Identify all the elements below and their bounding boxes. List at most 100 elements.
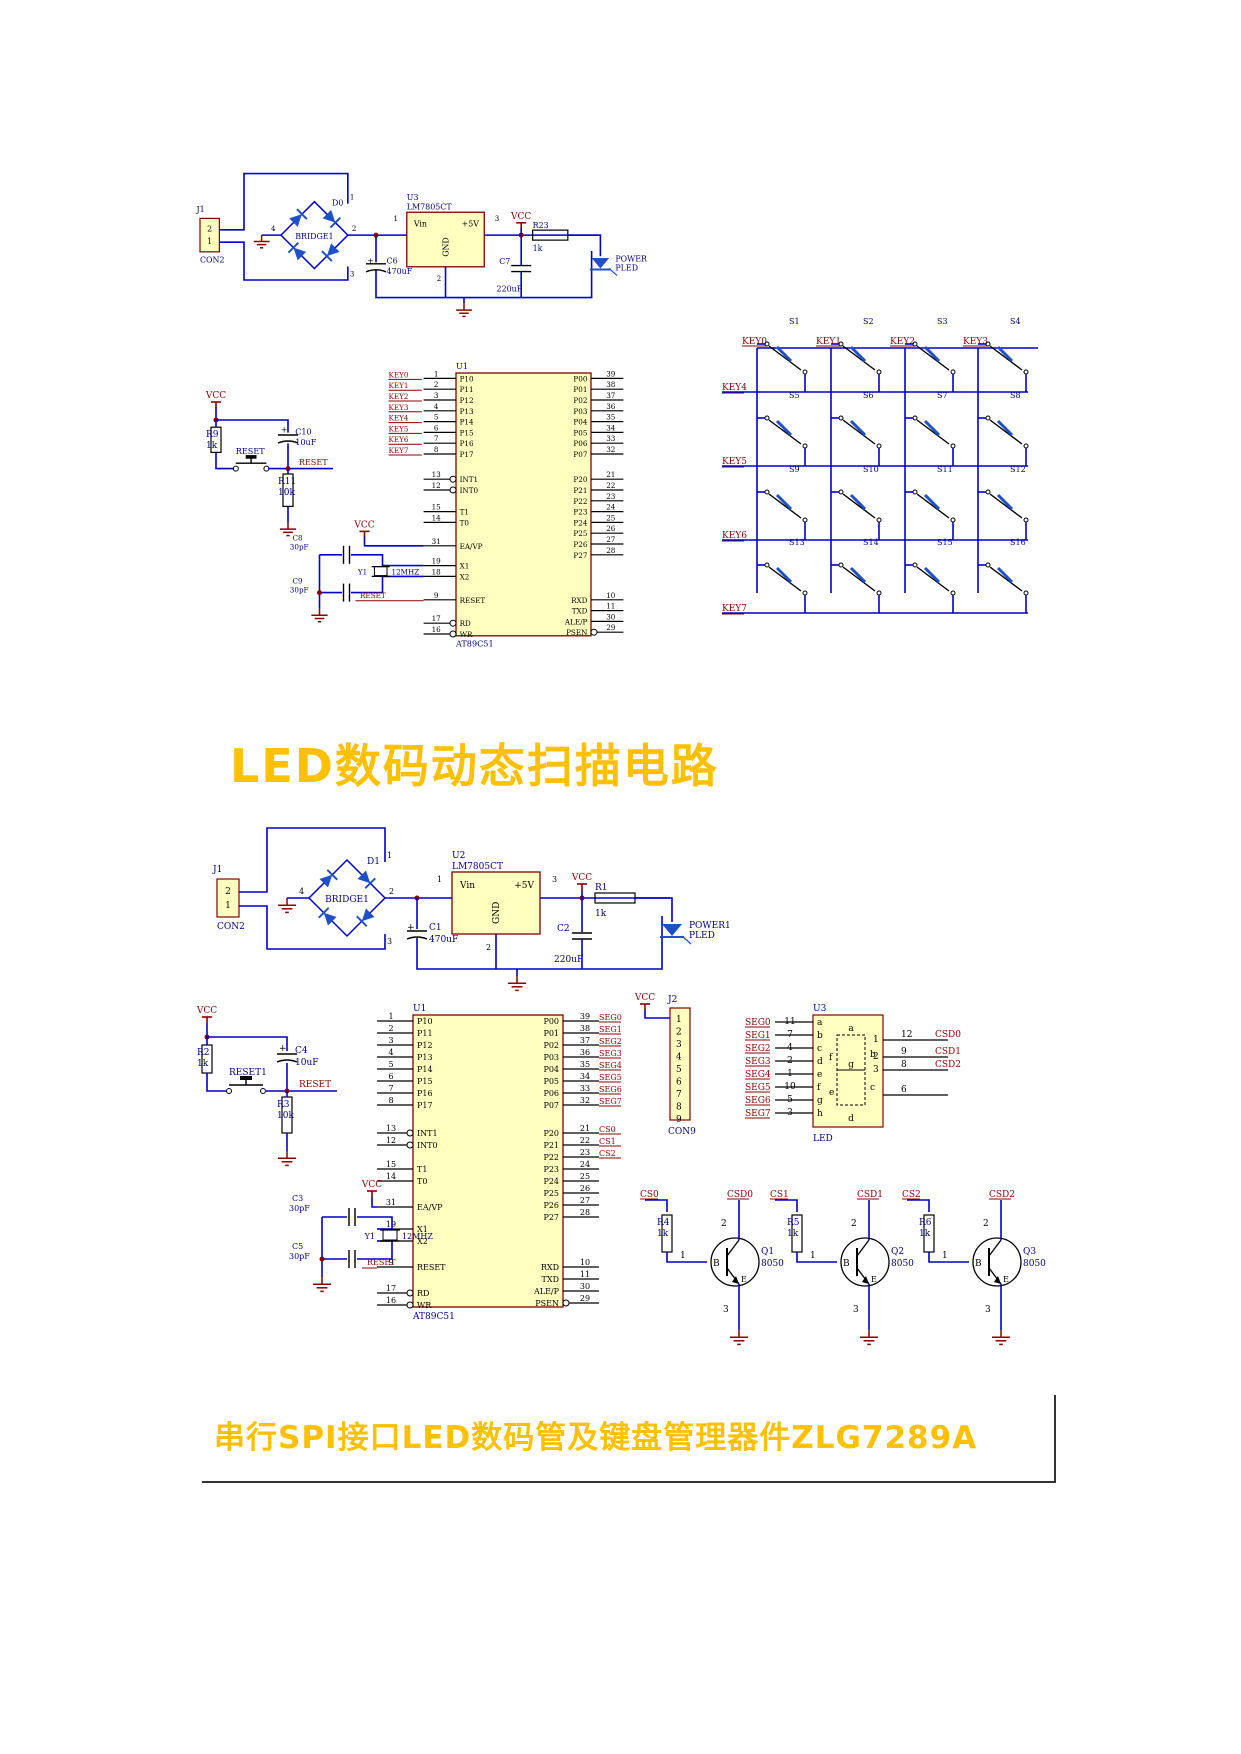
regulator-pin: 1 xyxy=(437,875,442,884)
display-pin: 8 xyxy=(901,1060,907,1070)
display-seg-label: b xyxy=(817,1031,823,1041)
mcu-pin-number: 30 xyxy=(606,612,616,621)
driver-pin: 2 xyxy=(851,1219,857,1229)
diode-icon xyxy=(329,216,342,229)
keypad-switch-cap xyxy=(775,419,793,437)
capacitor-ref: C9 xyxy=(293,577,303,586)
mcu-pin-name: P01 xyxy=(543,1029,559,1038)
display-net-label: CSD1 xyxy=(935,1047,961,1057)
mcu-body xyxy=(455,372,592,637)
transistor-lead xyxy=(856,1239,870,1257)
mcu-pin-number: 10 xyxy=(606,591,616,600)
keypad-switch xyxy=(768,419,802,445)
regulator-ref: U3 xyxy=(407,193,419,202)
capacitor-plus: + xyxy=(281,425,288,435)
resistor-value: 1k xyxy=(787,1229,799,1239)
mcu-net-label: CS0 xyxy=(599,1125,616,1134)
keypad-switch xyxy=(985,562,991,568)
wire xyxy=(775,1199,798,1212)
mcu-pin-bubble xyxy=(449,619,457,627)
connector-pin: 2 xyxy=(225,887,231,897)
reset-net-label: RESET xyxy=(367,1258,396,1267)
keypad-switch-ref: S11 xyxy=(937,465,953,474)
regulator-pin: 2 xyxy=(437,274,441,283)
j2-pin: 2 xyxy=(676,1028,682,1038)
mcu-pin-name: P07 xyxy=(573,450,587,459)
mcu-pin-number: 12 xyxy=(386,1136,396,1145)
capacitor-value: 30pF xyxy=(290,586,309,595)
mcu-pin-number: 4 xyxy=(388,1048,393,1057)
transistor-lead xyxy=(726,1239,740,1257)
transistor-e-label: E xyxy=(1003,1275,1009,1284)
mcu-pin-name: X1 xyxy=(460,562,470,571)
capacitor-value: 470uF xyxy=(429,935,458,945)
mcu-net-label: SEG2 xyxy=(599,1037,622,1046)
keypad-switch xyxy=(838,489,844,495)
keypad-switch xyxy=(916,419,950,445)
mcu-pin-name: INT1 xyxy=(417,1129,438,1138)
mcu-pin-number: 37 xyxy=(580,1036,590,1045)
capacitor-ref: C3 xyxy=(292,1194,303,1203)
keypad-switch xyxy=(876,590,882,596)
display-net-label: SEG1 xyxy=(745,1031,771,1041)
driver-cs-label: CS1 xyxy=(770,1190,789,1200)
display-seg-label: e xyxy=(817,1070,822,1080)
mcu-pin-name: T1 xyxy=(417,1165,427,1174)
display-pin: 6 xyxy=(901,1085,907,1095)
keypad-switch xyxy=(802,590,808,596)
regulator-gnd: GND xyxy=(442,237,451,257)
wire xyxy=(239,827,386,893)
crystal-body xyxy=(373,566,388,577)
display-net-label: SEG4 xyxy=(745,1070,771,1080)
mcu-pin-name: P21 xyxy=(543,1141,559,1150)
keypad-switch-ref: S12 xyxy=(1010,465,1026,474)
heading-spi-zlg7289a: 串行SPI接口LED数码管及键盘管理器件ZLG7289A xyxy=(214,1420,978,1456)
display-name: LED xyxy=(813,1134,833,1144)
mcu-pin-number: 37 xyxy=(606,391,616,400)
driver-csd-label: CSD1 xyxy=(857,1190,883,1200)
mcu-pin-number: 39 xyxy=(606,369,616,378)
wire xyxy=(357,1240,393,1260)
vcc-label: VCC xyxy=(634,993,655,1003)
resistor-ref: R1 xyxy=(595,883,608,893)
connector-name: CON2 xyxy=(217,922,245,932)
keypad-switch xyxy=(768,493,802,519)
mcu-pin-name: X2 xyxy=(460,572,470,581)
mcu-pin-name: X1 xyxy=(417,1225,428,1234)
mcu-pin-number: 30 xyxy=(580,1282,590,1291)
keypad-switch-cap xyxy=(849,419,867,437)
wire xyxy=(351,575,424,594)
mcu-pin-name: P23 xyxy=(573,508,587,517)
keypad-col-label: KEY3 xyxy=(963,337,988,347)
mcu-pin-number: 13 xyxy=(432,470,442,479)
mcu-pin-name: PSEN xyxy=(566,628,587,637)
keypad-switch-cap xyxy=(923,345,941,363)
display-seg-label: a xyxy=(848,1024,854,1034)
mcu-pin-bubble xyxy=(406,1301,414,1309)
mcu-pin-name: TXD xyxy=(572,607,588,616)
mcu-pin-number: 11 xyxy=(580,1270,590,1279)
mcu-pin-name: EA/VP xyxy=(460,542,483,551)
regulator-pin: 3 xyxy=(552,875,557,884)
mcu-pin-number: 26 xyxy=(606,524,616,533)
frame-line-horizontal xyxy=(202,1481,1055,1483)
regulator-vin: Vin xyxy=(413,219,427,228)
diode-icon xyxy=(356,915,368,927)
mcu-pin-name: P04 xyxy=(573,418,587,427)
transistor-body xyxy=(710,1237,760,1287)
resistor-value: 1k xyxy=(657,1229,669,1239)
mcu-pin-name: PSEN xyxy=(535,1299,559,1308)
mcu-pin-name: EA/VP xyxy=(417,1203,443,1212)
mcu-pin-number: 8 xyxy=(388,1096,393,1105)
mcu-pin-bubble xyxy=(449,630,457,638)
led-ref: POWER1 xyxy=(689,921,731,931)
keypad-switch xyxy=(838,415,844,421)
driver-pin: 1 xyxy=(810,1251,816,1261)
connector-ref: J1 xyxy=(212,865,222,875)
capacitor-ref: C5 xyxy=(292,1242,303,1251)
mcu-pin-number: 7 xyxy=(434,434,439,443)
transistor-e-label: E xyxy=(741,1275,747,1284)
mcu-pin-number: 2 xyxy=(388,1024,393,1033)
mcu-ref: U1 xyxy=(456,361,468,371)
